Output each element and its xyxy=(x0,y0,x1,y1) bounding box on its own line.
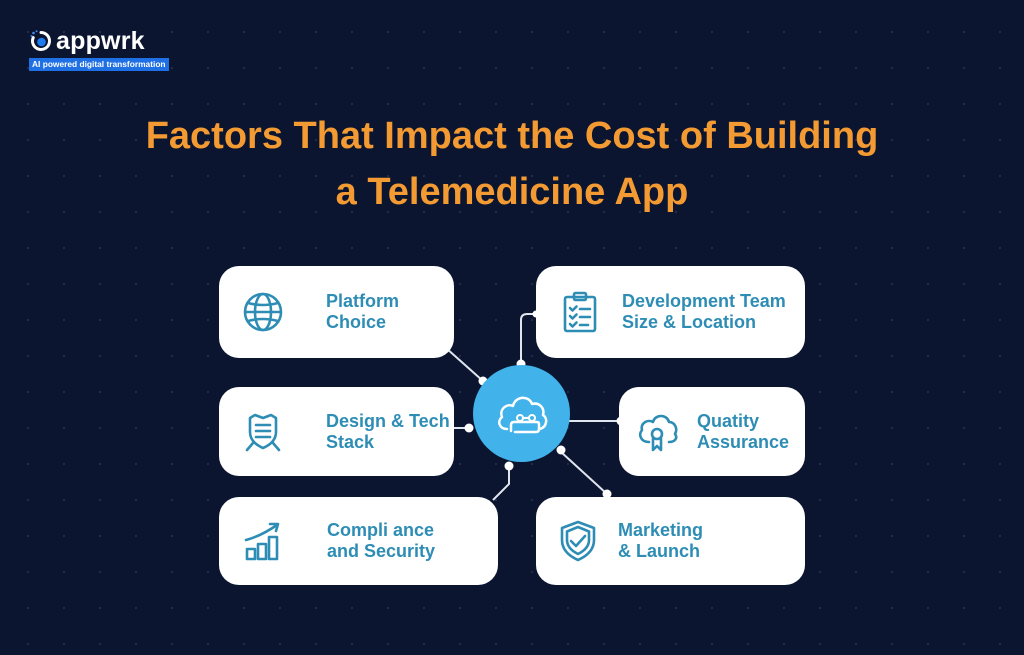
factor-label: Design & Tech Stack xyxy=(326,410,450,452)
factor-label: Platform Choice xyxy=(326,291,400,332)
brand-logo: appwrk AI powered digital transformation xyxy=(29,28,169,72)
brand-tagline: AI powered digital transformation xyxy=(29,58,169,71)
globe-icon xyxy=(241,290,285,334)
shield-tools-icon xyxy=(241,410,285,454)
title-line-2: a Telemedicine App xyxy=(335,171,689,213)
shield-check-icon xyxy=(556,519,600,563)
cloud-badge-icon xyxy=(635,410,679,454)
factor-card-development-team: Development Team Size & Location xyxy=(536,266,805,358)
factor-card-marketing-launch: Marketing & Launch xyxy=(536,497,805,585)
page-title: Factors That Impact the Cost of Building… xyxy=(0,108,1024,220)
appwrk-logo-icon xyxy=(29,29,53,53)
factor-card-platform-choice: Platform Choice xyxy=(219,266,454,358)
growth-chart-icon xyxy=(243,519,287,563)
factor-label: Quatity Assurance xyxy=(697,410,790,452)
cloud-network-icon xyxy=(497,396,547,433)
factor-card-design-tech-stack: Design & Tech Stack xyxy=(219,387,454,476)
title-line-1: Factors That Impact the Cost of Building xyxy=(145,115,879,157)
factor-card-compliance-security: Compli ance and Security xyxy=(219,497,498,585)
clipboard-checklist-icon xyxy=(558,290,602,334)
factor-label: Marketing & Launch xyxy=(618,520,704,561)
brand-name: appwrk xyxy=(56,27,145,55)
center-hub xyxy=(473,365,570,462)
factor-label: Development Team Size & Location xyxy=(622,291,786,332)
factor-label: Compli ance and Security xyxy=(327,520,436,561)
factor-card-quality-assurance: Quatity Assurance xyxy=(619,387,805,476)
